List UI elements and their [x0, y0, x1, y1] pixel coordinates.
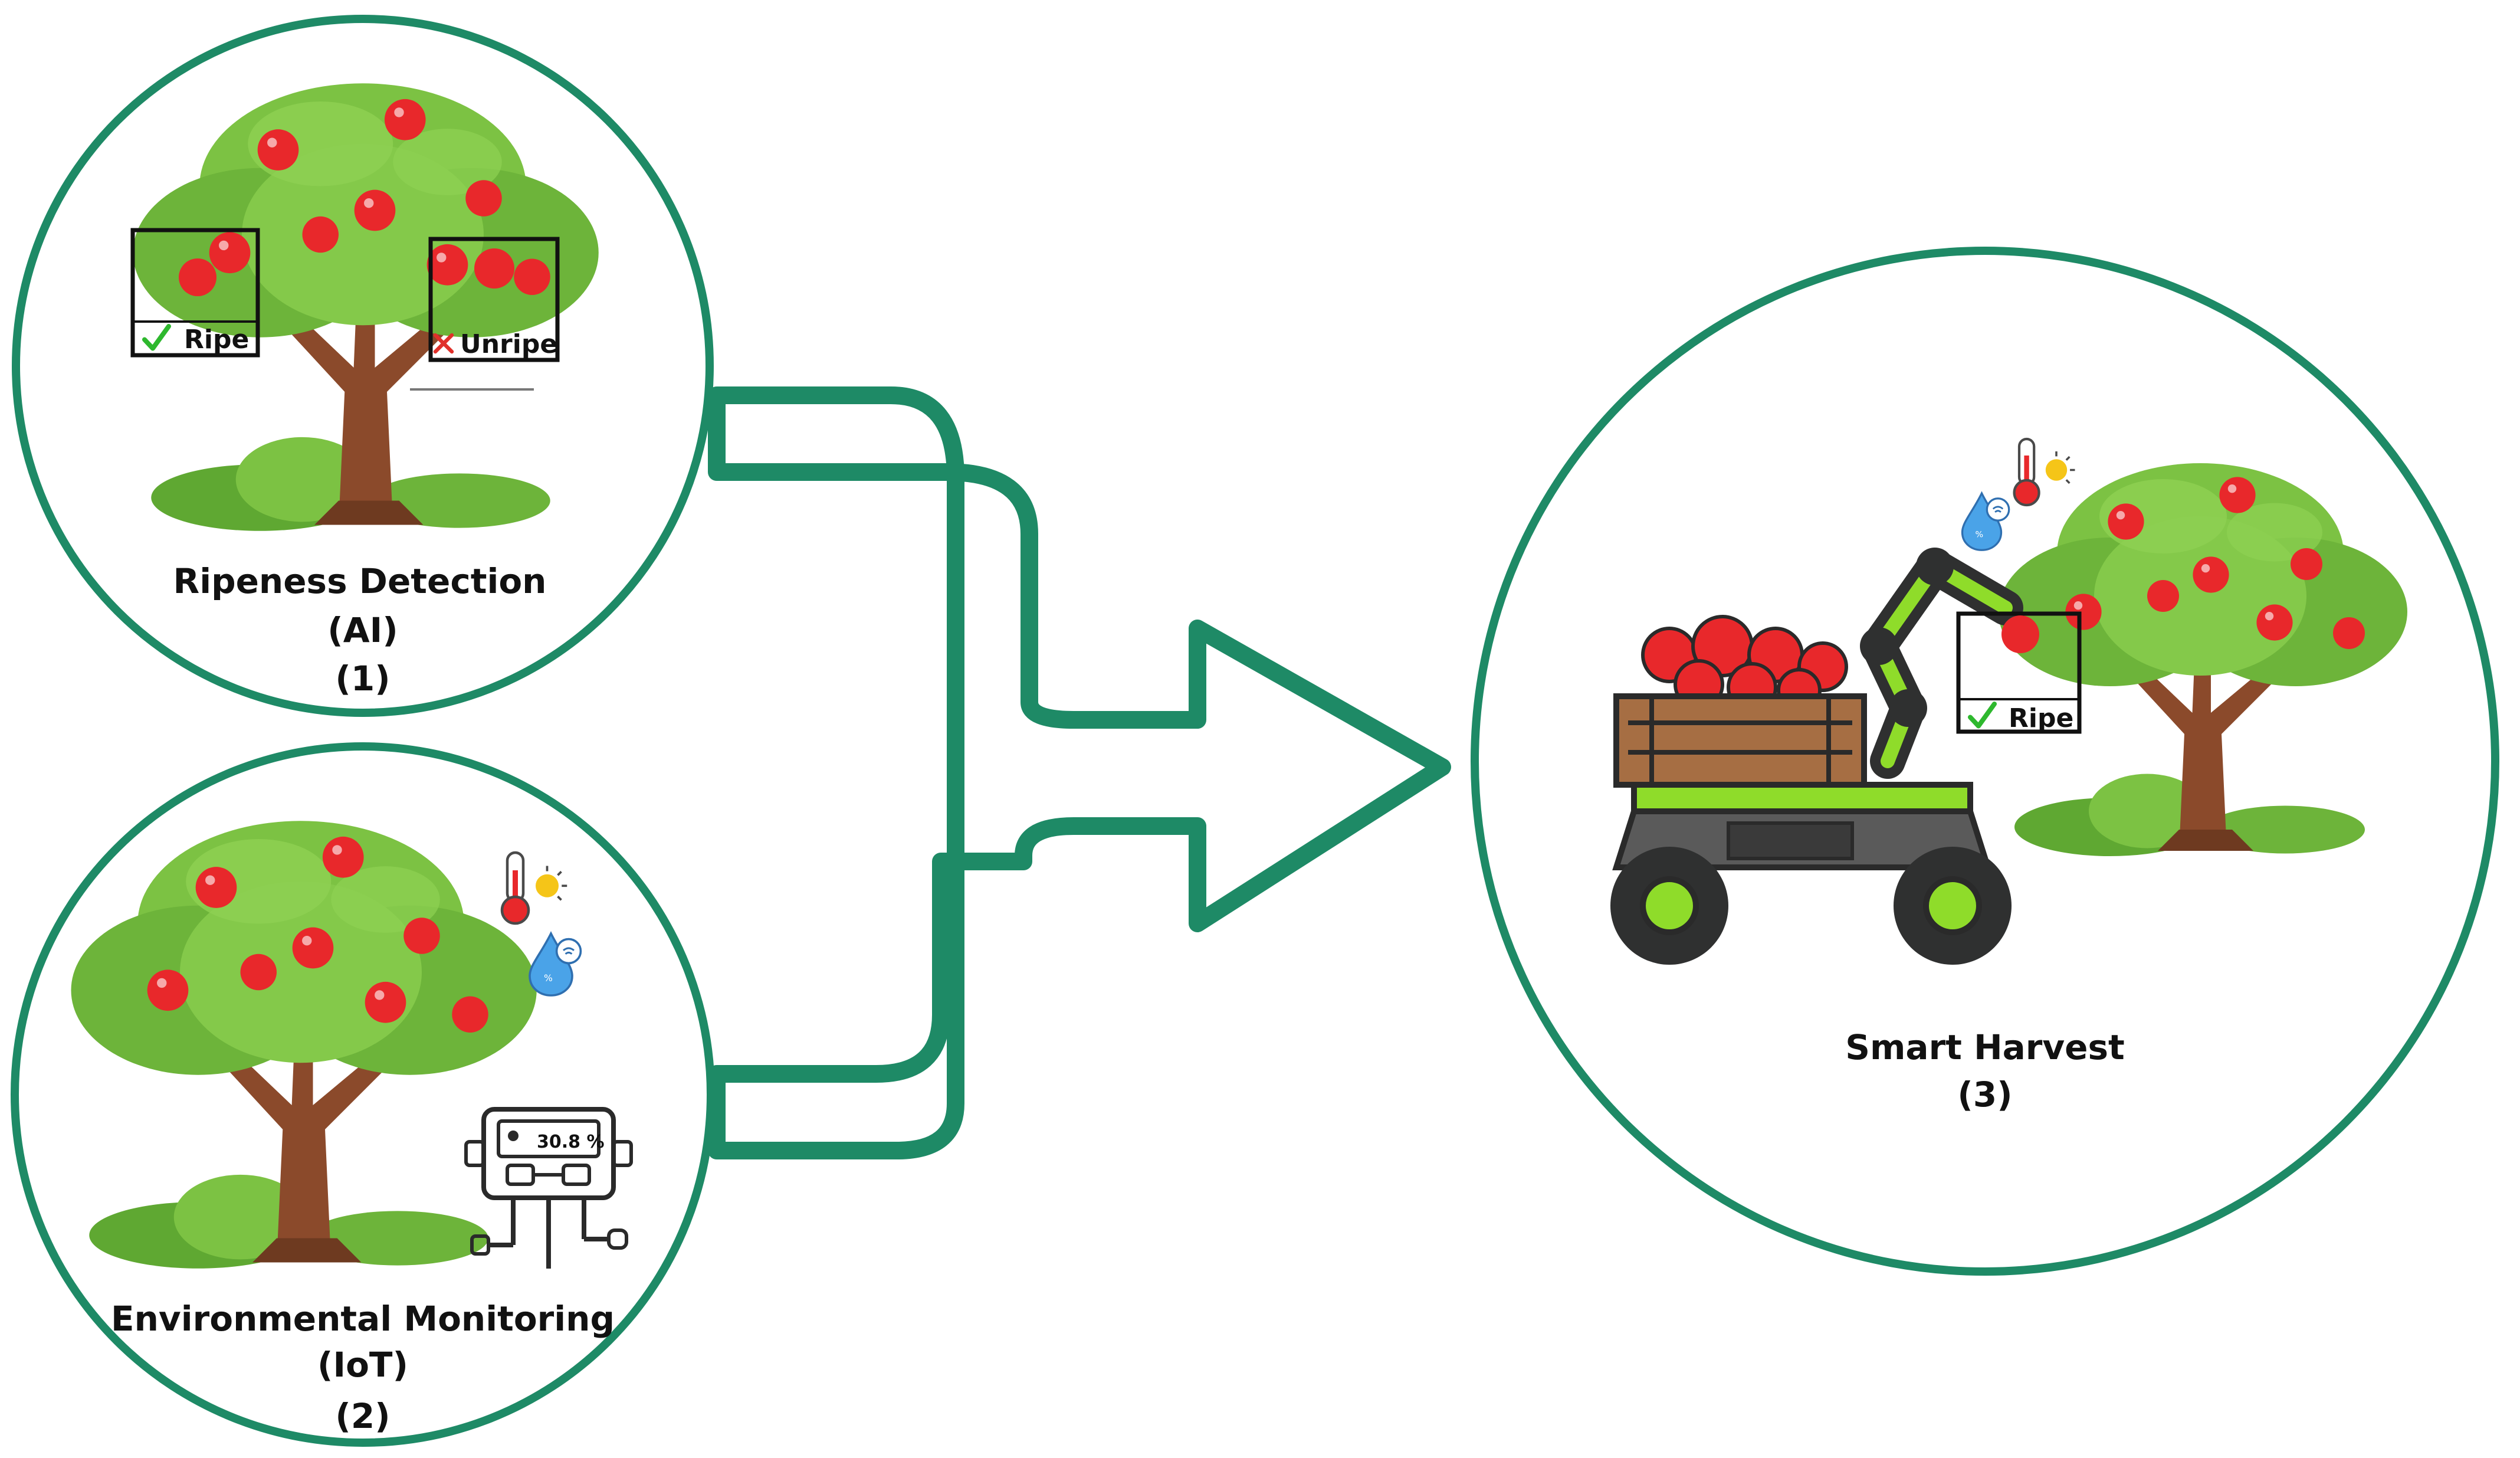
harvest-robot-icon	[1610, 548, 2023, 965]
node-environmental-monitoring: 30.8 % Environmental Monitoring (IoT) (2…	[11, 742, 715, 1447]
environment-title: Environmental Monitoring	[111, 1299, 615, 1339]
soil-sensor-icon: 30.8 %	[464, 1107, 633, 1269]
node-ripeness-detection: Ripe Unripe Ripeness Detection (AI) (1)	[12, 15, 714, 717]
ripe-label: Ripe	[184, 325, 249, 355]
connector-path	[708, 386, 1451, 1159]
node-smart-harvest: Ripe Smart Harvest (3)	[1471, 247, 2499, 1276]
connector-arrow	[708, 386, 1451, 1159]
unripe-label: Unripe	[460, 329, 557, 359]
harvest-ripe-detection-box: Ripe	[1956, 611, 2082, 734]
ripeness-subtitle: (AI)	[327, 610, 398, 650]
sensor-reading: 30.8 %	[537, 1132, 605, 1152]
ripeness-title: Ripeness Detection	[173, 561, 547, 601]
ripe-detection-box: Ripe	[130, 228, 260, 358]
ripeness-number: (1)	[335, 658, 390, 699]
environment-subtitle: (IoT)	[317, 1345, 408, 1385]
harvest-ripe-label: Ripe	[2009, 703, 2073, 733]
harvest-title: Smart Harvest	[1845, 1027, 2125, 1067]
harvest-number: (3)	[1957, 1074, 2012, 1115]
unripe-detection-box: Unripe	[410, 237, 560, 391]
environment-number: (2)	[335, 1396, 390, 1436]
